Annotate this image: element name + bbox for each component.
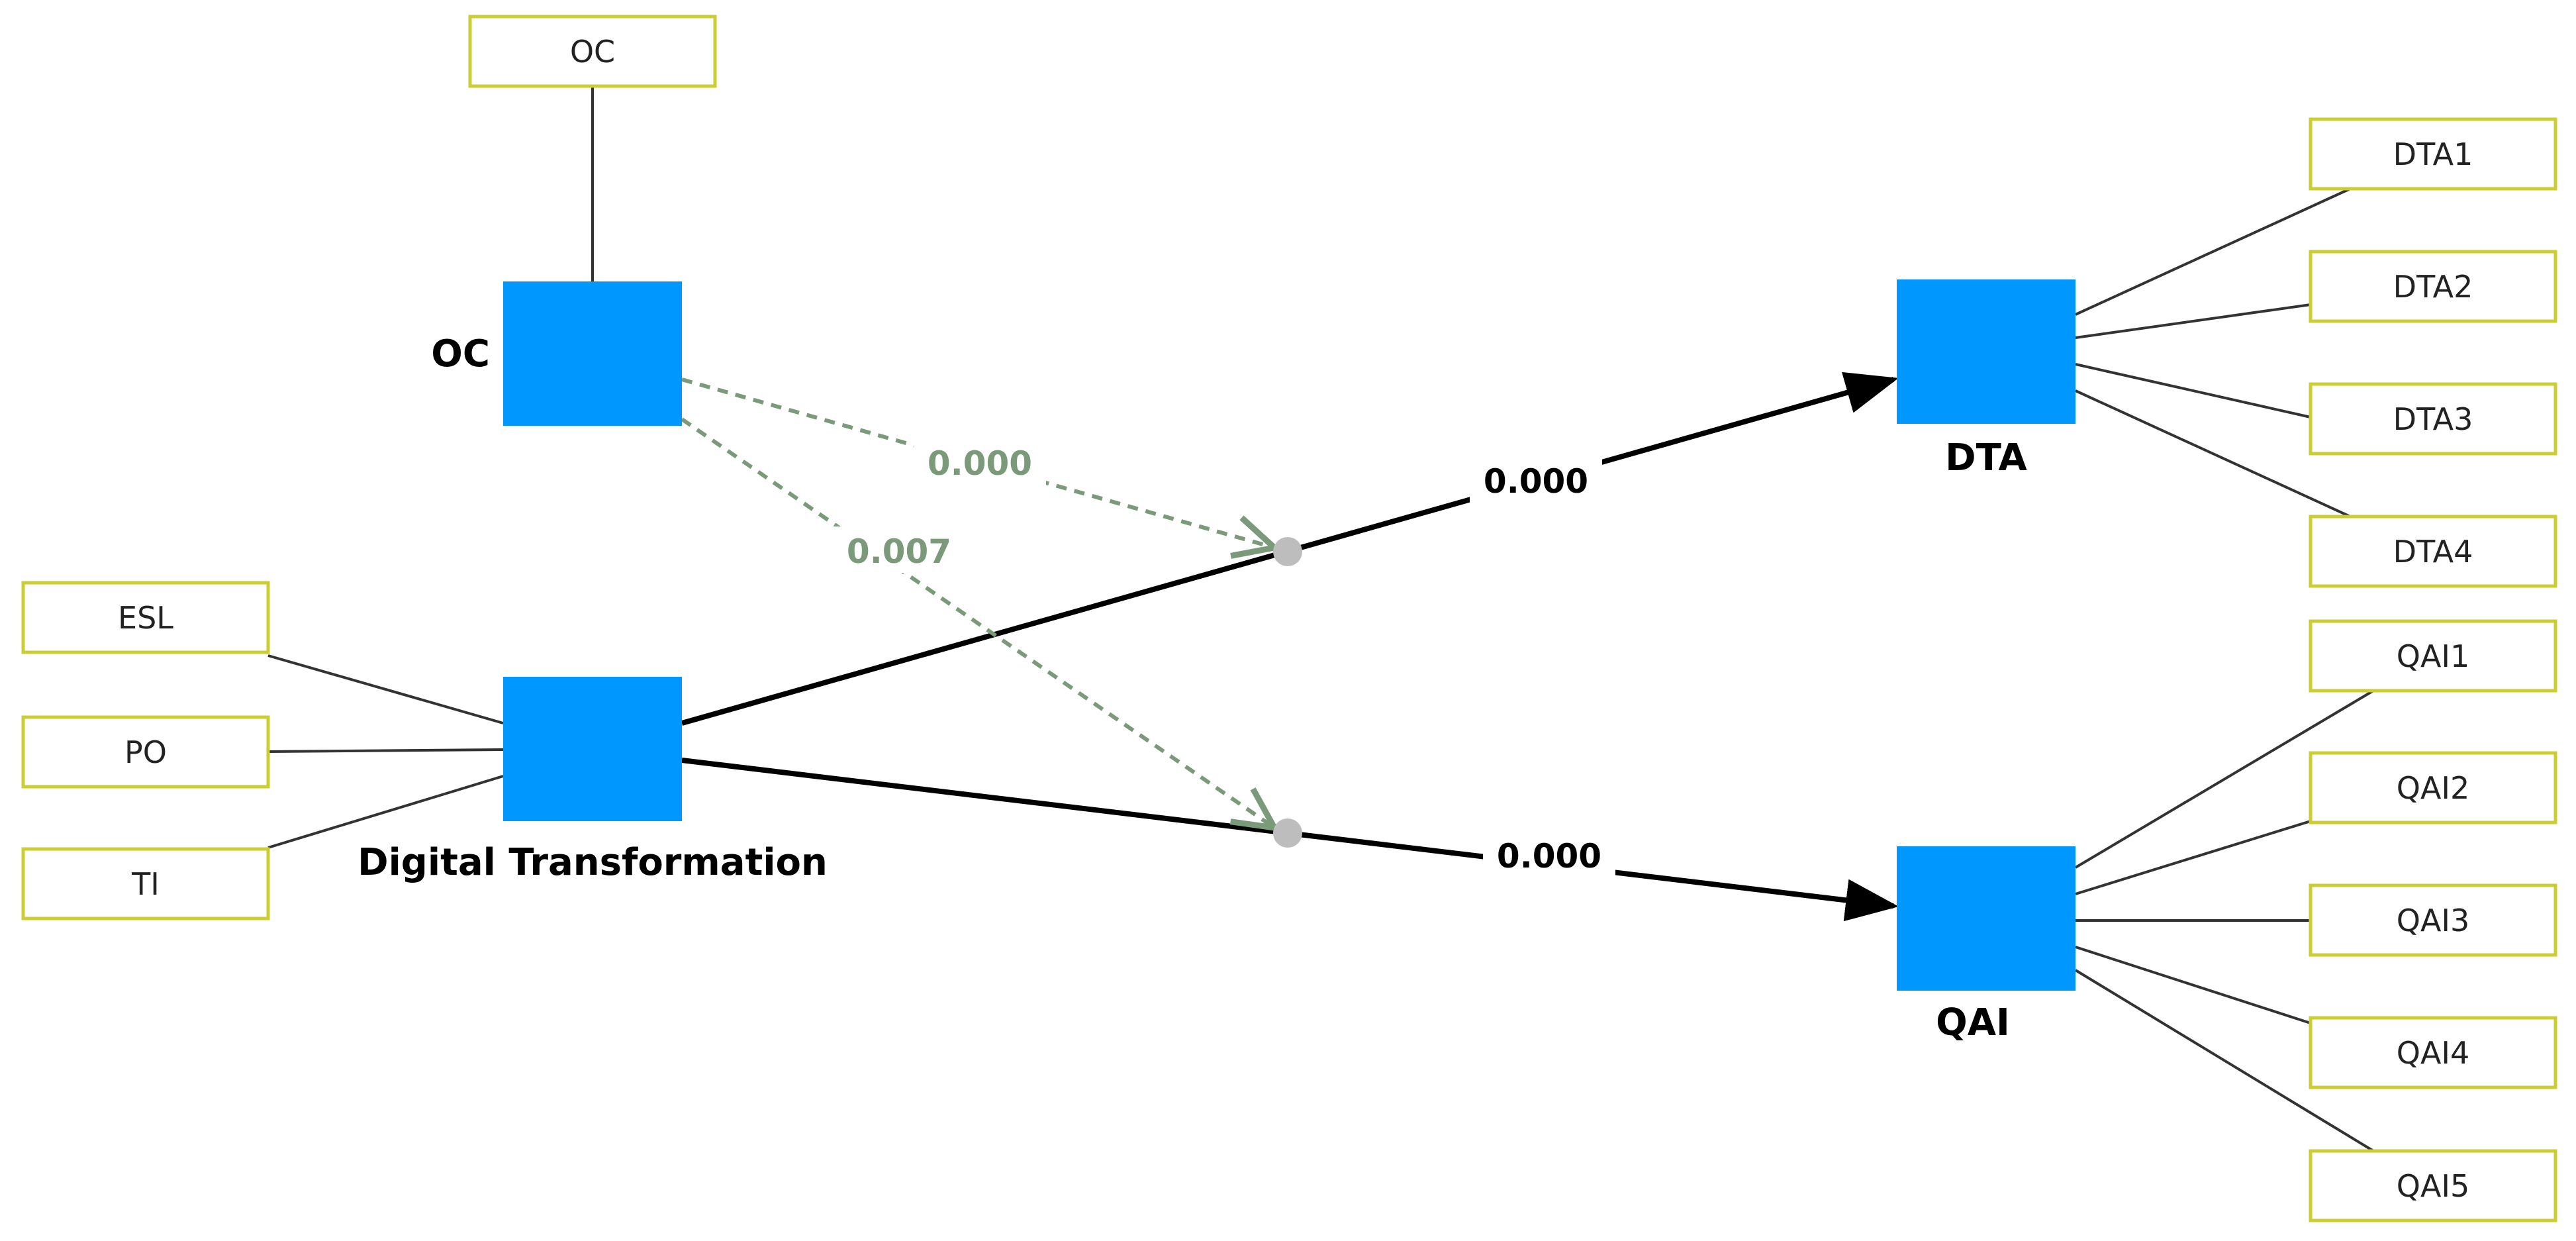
- moderation-node-qai: [1273, 819, 1302, 848]
- svg-text:TI: TI: [131, 866, 160, 902]
- moderation-node-dta: [1273, 537, 1302, 566]
- moderation-path-oc-dta: [681, 377, 1274, 548]
- indicator-dta2[interactable]: DTA2: [2309, 250, 2557, 323]
- indicator-ti[interactable]: TI: [21, 847, 270, 920]
- svg-text:DTA4: DTA4: [2393, 534, 2473, 570]
- loading-line-dta2: [2075, 303, 2311, 339]
- indicator-dta4[interactable]: DTA4: [2309, 515, 2557, 588]
- loading-line-dta1: [2075, 187, 2351, 316]
- svg-text:QAI1: QAI1: [2397, 638, 2470, 674]
- indicator-dta1[interactable]: DTA1: [2309, 117, 2557, 191]
- loading-line-qai5: [2074, 969, 2375, 1152]
- indicator-qai3[interactable]: QAI3: [2309, 883, 2557, 957]
- latent-digital-transformation[interactable]: [503, 677, 682, 821]
- loading-line-qai4: [2075, 946, 2311, 1024]
- path-label-oc-mod-qai: 0.007: [847, 532, 951, 571]
- path-label-dt-qai: 0.000: [1497, 837, 1601, 875]
- indicator-oc[interactable]: OC: [468, 15, 717, 88]
- svg-text:OC: OC: [570, 34, 615, 70]
- latent-label-qai: QAI: [1936, 1001, 2010, 1044]
- svg-text:QAI5: QAI5: [2397, 1168, 2470, 1204]
- indicator-qai5[interactable]: QAI5: [2309, 1149, 2557, 1222]
- svg-text:QAI2: QAI2: [2397, 770, 2470, 806]
- indicator-qai4[interactable]: QAI4: [2309, 1016, 2557, 1089]
- loading-line-ti: [267, 775, 504, 849]
- indicator-po[interactable]: PO: [21, 715, 270, 789]
- svg-text:DTA2: DTA2: [2393, 269, 2473, 305]
- svg-text:QAI4: QAI4: [2397, 1035, 2470, 1071]
- loading-line-dta4: [2075, 389, 2351, 518]
- latent-label-dta: DTA: [1945, 436, 2027, 479]
- indicator-qai2[interactable]: QAI2: [2309, 751, 2557, 824]
- indicator-dta3[interactable]: DTA3: [2309, 382, 2557, 456]
- path-label-oc-mod-dta: 0.000: [928, 444, 1032, 483]
- svg-text:ESL: ESL: [118, 600, 173, 636]
- loading-line-qai1: [2074, 689, 2375, 869]
- latent-dta[interactable]: [1897, 279, 2075, 424]
- latent-label-digital-transformation: Digital Transformation: [358, 841, 828, 884]
- svg-text:DTA1: DTA1: [2393, 136, 2473, 172]
- latent-label-oc: OC: [431, 332, 490, 375]
- svg-text:PO: PO: [124, 734, 167, 770]
- loading-line-dta3: [2075, 363, 2311, 419]
- latent-qai[interactable]: [1897, 846, 2075, 991]
- indicator-qai1[interactable]: QAI1: [2309, 619, 2557, 693]
- svg-text:DTA3: DTA3: [2393, 401, 2473, 437]
- latent-oc[interactable]: [503, 281, 682, 426]
- indicator-esl[interactable]: ESL: [21, 581, 270, 654]
- svg-text:QAI3: QAI3: [2397, 903, 2470, 938]
- loading-line-po: [267, 748, 504, 753]
- loading-line-esl: [267, 654, 504, 724]
- loading-line-qai2: [2075, 820, 2311, 895]
- moderation-path-oc-qai: [681, 417, 1274, 828]
- path-label-dt-dta: 0.000: [1484, 462, 1588, 501]
